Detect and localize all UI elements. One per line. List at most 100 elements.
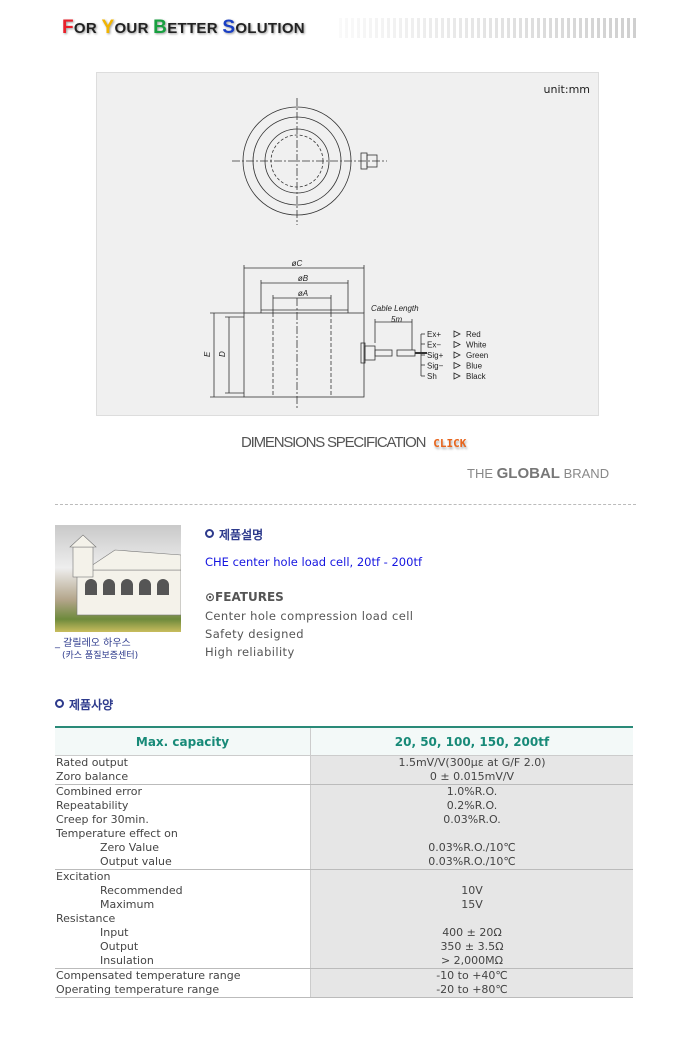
wire-pin-label: Ex+	[427, 330, 441, 339]
triangle-arrow-icon	[453, 340, 461, 349]
spec-value	[311, 827, 633, 841]
spec-value: 10V	[461, 884, 483, 897]
bullet-icon	[55, 699, 64, 708]
dim-c-label: øC	[292, 259, 303, 268]
spec-label: Output value	[100, 855, 172, 868]
spec-value: 0.03%R.O.	[443, 813, 501, 826]
spec-label: Insulation	[100, 954, 154, 967]
cable-length-value: 5m	[391, 315, 402, 324]
spec-values: -10 to +40℃-20 to +80℃	[310, 968, 633, 998]
decorative-stripes	[336, 18, 636, 38]
wire-pin-label: Sig+	[427, 351, 444, 360]
wire-pin-label: Ex−	[427, 341, 441, 350]
unit-label: unit:mm	[543, 83, 590, 96]
wire-pin-label: Sig−	[427, 362, 444, 371]
product-spec-heading: 제품사양	[55, 696, 113, 713]
slogan-initial: F	[62, 17, 74, 38]
spec-label: Maximum	[100, 898, 155, 911]
spec-value: > 2,000MΩ	[440, 954, 504, 967]
features-heading: ⊙FEATURES	[205, 590, 284, 604]
triangle-arrow-icon	[453, 372, 461, 380]
slogan-initial: B	[153, 17, 168, 38]
feature-item: Safety designed	[205, 627, 304, 641]
wire-color-label: Red	[466, 330, 481, 339]
photo-caption: _ 갈릴레오 하우스	[55, 638, 131, 649]
top-view	[232, 98, 387, 225]
brand-global: GLOBAL	[496, 465, 560, 482]
spec-label: Combined error	[56, 785, 143, 798]
triangle-arrow-icon	[453, 330, 461, 338]
dim-d-label: D	[218, 351, 227, 357]
spec-value	[311, 912, 633, 926]
spec-label: Output	[100, 940, 139, 953]
slogan-word: OUR	[114, 20, 154, 37]
spec-value: -10 to +40℃	[436, 969, 508, 982]
brand-the: THE	[467, 466, 493, 481]
spec-value: 0.2%R.O.	[446, 799, 498, 812]
product-description-text: CHE center hole load cell, 20tf - 200tf	[205, 555, 422, 569]
spec-value: 0.03%R.O./10℃	[428, 855, 516, 868]
spec-label: Operating temperature range	[56, 983, 220, 996]
dimensions-click-link[interactable]: CLICK	[433, 437, 467, 450]
spec-label: Repeatability	[56, 799, 129, 812]
slogan-banner: FOR YOUR BETTER SOLUTION	[62, 17, 305, 39]
spec-value	[311, 870, 633, 884]
spec-label: Recommended	[100, 884, 183, 897]
dimensions-specification-label: DIMENSIONS SPECIFICATION	[241, 434, 426, 451]
slogan-word: OLUTION	[235, 20, 305, 37]
slogan-initial: Y	[101, 17, 115, 38]
product-description-heading: 제품설명	[205, 526, 263, 543]
brand-brand: BRAND	[563, 466, 610, 481]
slogan-initial: S	[222, 17, 236, 38]
spec-label: Rated output	[56, 756, 128, 769]
triangle-arrow-icon	[453, 351, 461, 359]
spec-value: 15V	[461, 898, 483, 911]
slogan-word: OR	[73, 20, 102, 37]
spec-header-capacity: Max. capacity	[55, 726, 311, 756]
feature-item: High reliability	[205, 645, 295, 659]
spec-value: 0.03%R.O./10℃	[428, 841, 516, 854]
spec-label: Zero Value	[100, 841, 160, 854]
building-photo	[55, 525, 181, 632]
spec-value: 1.0%R.O.	[446, 785, 498, 798]
wire-color-label: Black	[466, 372, 487, 381]
spec-label: Temperature effect on	[56, 827, 178, 840]
spec-label: Creep for 30min.	[56, 813, 149, 826]
spec-value: 350 ± 3.5Ω	[440, 940, 504, 953]
bullet-icon	[205, 529, 214, 538]
dim-a-label: øA	[298, 289, 308, 298]
spec-value: 400 ± 20Ω	[442, 926, 502, 939]
side-view	[210, 265, 427, 409]
global-brand-logo: THE GLOBAL BRAND	[467, 465, 609, 482]
spec-value: 1.5mV/V(300με at G/F 2.0)	[398, 756, 546, 769]
triangle-arrow-icon	[453, 361, 461, 370]
wire-pin-label: Sh	[427, 372, 437, 381]
dim-e-label: E	[203, 351, 212, 357]
spec-value: -20 to +80℃	[436, 983, 508, 996]
spec-label: Zoro balance	[56, 770, 129, 783]
wire-color-label: Green	[466, 351, 488, 360]
spec-value: 0 ± 0.015mV/V	[429, 770, 515, 783]
wire-color-label: White	[466, 341, 487, 350]
spec-label: Resistance	[56, 912, 116, 925]
photo-subcaption: (카스 품질보증센터)	[62, 651, 139, 661]
wire-color-label: Blue	[466, 362, 483, 371]
spec-label: Compensated temperature range	[56, 969, 241, 982]
spec-label: Excitation	[56, 870, 111, 883]
dim-b-label: øB	[298, 274, 309, 283]
spec-values: 1.5mV/V(300με at G/F 2.0)0 ± 0.015mV/V	[310, 755, 633, 785]
feature-item: Center hole compression load cell	[205, 609, 414, 623]
cable-length-label: Cable Length	[371, 304, 419, 313]
dimensions-row: DIMENSIONS SPECIFICATION CLICK	[241, 434, 466, 451]
slogan-word: ETTER	[167, 20, 223, 37]
